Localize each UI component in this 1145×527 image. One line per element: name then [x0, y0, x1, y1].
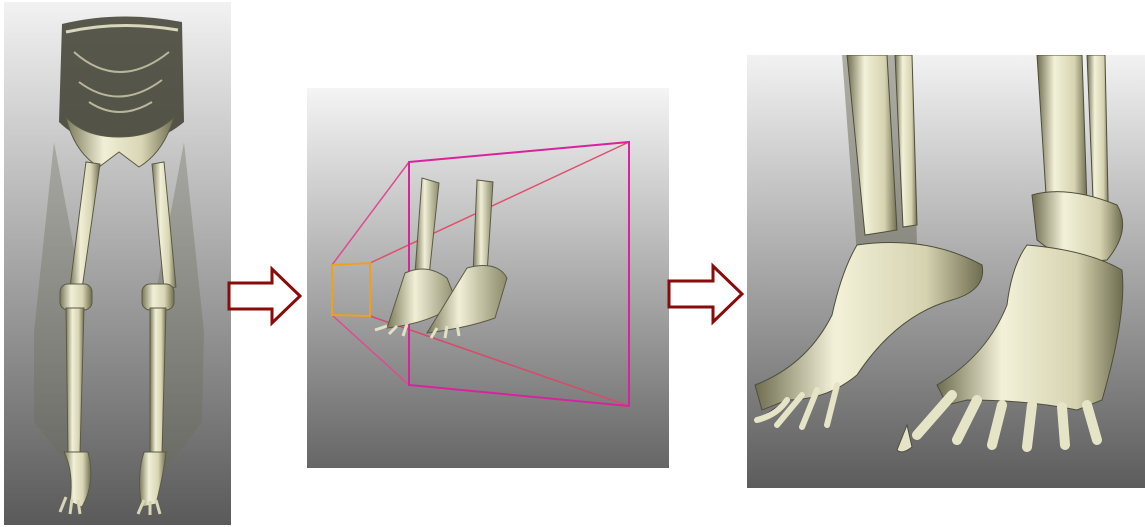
right-arrow-icon [226, 265, 304, 327]
full-body-render [4, 2, 231, 525]
right-arrow-icon [666, 262, 746, 326]
panel-full-body [4, 2, 231, 525]
close-up-render [747, 55, 1145, 488]
panel-camera-frustum [307, 88, 669, 468]
frustum-render [307, 88, 669, 468]
panel-close-up [747, 55, 1145, 488]
